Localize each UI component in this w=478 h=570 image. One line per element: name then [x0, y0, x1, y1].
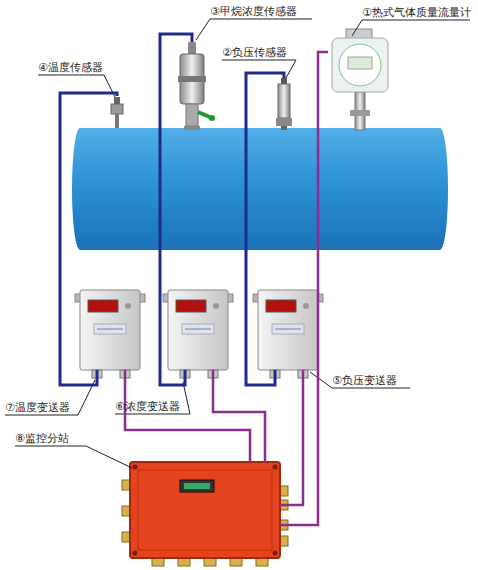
signal-wire [213, 370, 265, 462]
substation-node: ⑧监控分站 [130, 462, 280, 558]
device-label: ⑧监控分站 [15, 432, 69, 445]
signal-wire [280, 52, 328, 525]
pressure-sensor [276, 78, 292, 130]
device-label: ⑦温度变送器 [5, 401, 70, 414]
temperature-sensor-node: ④温度传感器 [110, 96, 124, 126]
signal-wire [125, 370, 250, 462]
device-label: ①热式气体质量流量计 [362, 6, 471, 19]
device-label: ③甲烷浓度传感器 [210, 5, 297, 18]
transmitter-node: ⑥浓度变送器 [168, 290, 228, 370]
pressure-sensor-node: ②负压传感器 [275, 78, 293, 130]
pipe [72, 128, 448, 250]
flowmeter-node: ①热式气体质量流量计 [328, 38, 388, 130]
leader-line [5, 19, 470, 468]
signal-wire [246, 73, 284, 385]
signal-wire [60, 93, 117, 385]
transmitter-node: ⑤负压变送器 [258, 290, 318, 370]
transmitter-box [253, 290, 323, 378]
signal-wire [280, 370, 303, 505]
temperature-sensor [111, 97, 123, 128]
transmitter-box [163, 290, 233, 378]
flowmeter [332, 29, 388, 130]
device-label: ⑤负压变送器 [332, 374, 397, 387]
transmitter-node: ⑦温度变送器 [80, 290, 140, 370]
methane-sensor [178, 42, 215, 130]
device-label: ②负压传感器 [222, 46, 287, 59]
device-label: ⑥浓度变送器 [115, 400, 180, 413]
signal-wire [160, 34, 192, 385]
methane-sensor-node: ③甲烷浓度传感器 [176, 42, 208, 130]
device-label: ④温度传感器 [38, 61, 103, 74]
transmitter-box [75, 290, 145, 378]
substation-box [122, 462, 288, 566]
